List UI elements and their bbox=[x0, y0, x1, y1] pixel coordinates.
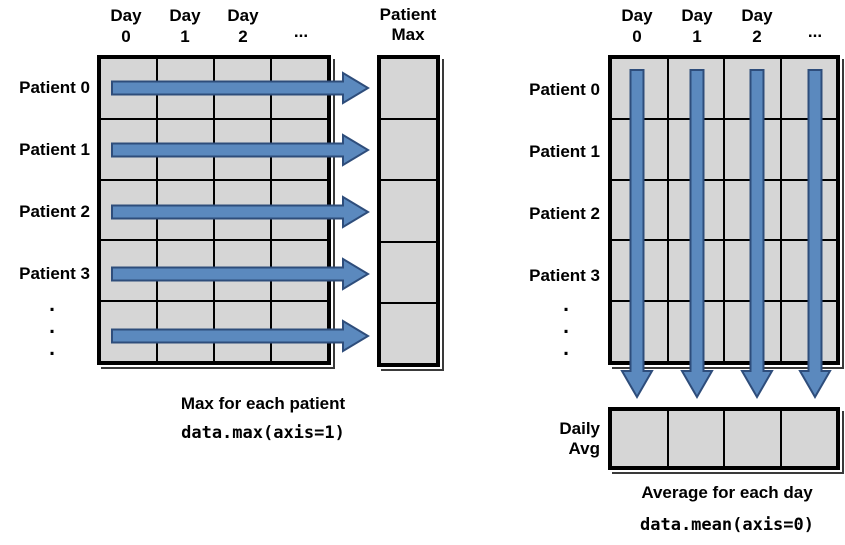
left-col-header-day2: Day 2 bbox=[213, 5, 273, 47]
column-mean-arrow-1 bbox=[680, 69, 714, 400]
label-line: Avg bbox=[568, 439, 601, 458]
header-line: Day bbox=[681, 6, 713, 25]
patient-max-header: Patient Max bbox=[366, 5, 450, 45]
left-vertical-ellipsis: . . . bbox=[40, 294, 64, 360]
row-max-arrow-1 bbox=[111, 133, 370, 167]
grid-cell bbox=[668, 411, 723, 466]
header-line: 1 bbox=[692, 27, 702, 46]
right-col-header-day1: Day 1 bbox=[667, 5, 727, 47]
column-mean-arrow-2 bbox=[740, 69, 774, 400]
header-line: Day bbox=[741, 6, 773, 25]
grid-cell bbox=[381, 59, 436, 119]
right-row-label-patient2: Patient 2 bbox=[529, 204, 600, 223]
left-code: data.max(axis=1) bbox=[181, 423, 345, 443]
right-vertical-ellipsis: . . . bbox=[554, 294, 578, 360]
right-col-header-day0: Day 0 bbox=[607, 5, 667, 47]
right-row-label-patient3: Patient 3 bbox=[529, 266, 600, 285]
label-line: Daily bbox=[559, 419, 600, 438]
grid-cell bbox=[725, 411, 780, 466]
daily-avg-row bbox=[608, 407, 840, 470]
header-line: 0 bbox=[121, 27, 131, 46]
right-code: data.mean(axis=0) bbox=[640, 515, 814, 535]
header-line: Day bbox=[110, 6, 142, 25]
row-max-arrow-2 bbox=[111, 195, 370, 229]
patient-max-column bbox=[377, 55, 440, 367]
row-max-arrow-0 bbox=[111, 71, 370, 105]
dot: . bbox=[563, 337, 569, 360]
left-row-label-patient2: Patient 2 bbox=[19, 202, 90, 221]
grid-cell bbox=[612, 411, 667, 466]
left-col-header-day0: Day 0 bbox=[96, 5, 156, 47]
row-max-arrow-3 bbox=[111, 257, 370, 291]
column-mean-arrow-0 bbox=[620, 69, 654, 400]
left-col-header-ellipsis: ... bbox=[293, 22, 309, 41]
right-caption: Average for each day bbox=[641, 483, 813, 502]
left-row-label-patient1: Patient 1 bbox=[19, 140, 90, 159]
dot: . bbox=[563, 293, 569, 316]
grid-cell bbox=[381, 181, 436, 241]
header-line: Patient bbox=[379, 5, 437, 24]
dot: . bbox=[49, 315, 55, 338]
left-col-header-day1: Day 1 bbox=[155, 5, 215, 47]
right-col-header-ellipsis: ... bbox=[807, 22, 823, 41]
header-line: 2 bbox=[752, 27, 762, 46]
grid-cell bbox=[381, 120, 436, 180]
left-row-label-patient0: Patient 0 bbox=[19, 78, 90, 97]
header-line: Day bbox=[227, 6, 259, 25]
right-row-label-patient1: Patient 1 bbox=[529, 142, 600, 161]
right-col-header-day2: Day 2 bbox=[727, 5, 787, 47]
header-line: 0 bbox=[632, 27, 642, 46]
column-mean-arrow-3 bbox=[798, 69, 832, 400]
grid-cell bbox=[781, 411, 836, 466]
header-line: Day bbox=[169, 6, 201, 25]
row-max-arrow-4 bbox=[111, 319, 370, 353]
dot: . bbox=[49, 293, 55, 316]
header-line: 2 bbox=[238, 27, 248, 46]
grid-cell bbox=[381, 303, 436, 363]
header-line: 1 bbox=[180, 27, 190, 46]
left-row-label-patient3: Patient 3 bbox=[19, 264, 90, 283]
daily-avg-label: Daily Avg bbox=[516, 419, 600, 459]
right-row-label-patient0: Patient 0 bbox=[529, 80, 600, 99]
grid-cell bbox=[381, 242, 436, 302]
header-line: Max bbox=[391, 25, 425, 44]
header-line: Day bbox=[621, 6, 653, 25]
dot: . bbox=[49, 337, 55, 360]
left-caption: Max for each patient bbox=[180, 394, 346, 413]
dot: . bbox=[563, 315, 569, 338]
